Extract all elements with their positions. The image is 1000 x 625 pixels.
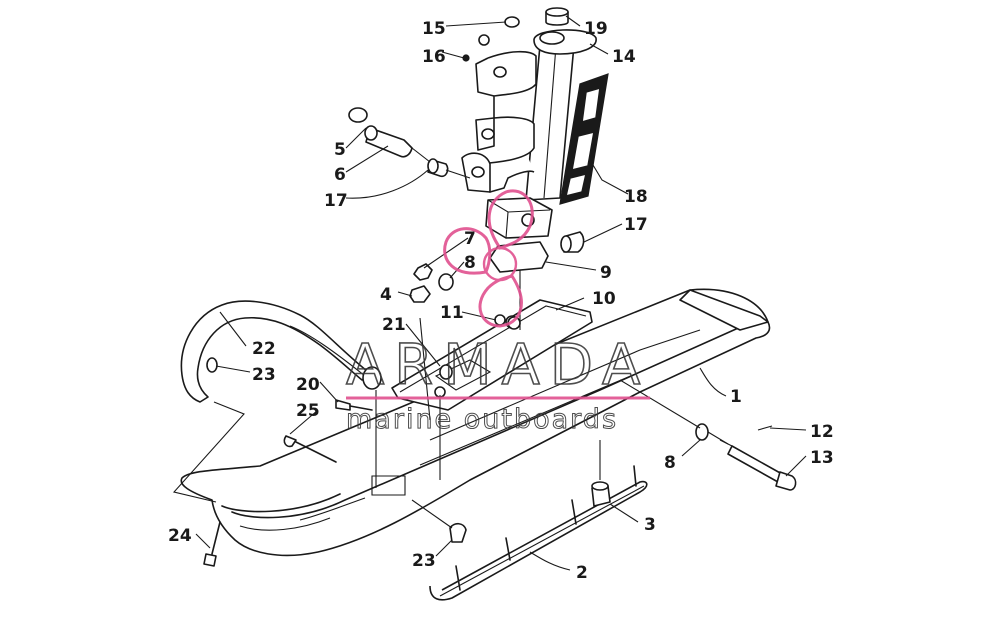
callout-2: 2 — [576, 563, 588, 583]
pin-and-bushings — [348, 107, 585, 253]
callout-21: 21 — [382, 315, 406, 335]
callout-7: 7 — [464, 229, 476, 249]
callout-1: 1 — [730, 387, 742, 407]
callout-leaders — [195, 15, 807, 571]
callout-14: 14 — [612, 47, 636, 67]
armada-propeller-logo — [443, 189, 534, 328]
callout-22: 22 — [252, 339, 276, 359]
callout-19: 19 — [584, 19, 608, 39]
callout-23a: 23 — [252, 365, 276, 385]
callout-8b: 8 — [664, 453, 676, 473]
small-hardware — [409, 16, 521, 380]
armada-watermark: ARMADA marine outboards — [345, 189, 650, 436]
callout-16: 16 — [422, 47, 446, 67]
watermark-title: ARMADA — [346, 333, 650, 398]
callout-13: 13 — [810, 448, 834, 468]
callout-4: 4 — [380, 285, 392, 305]
through-bolt — [695, 423, 797, 491]
callout-8a: 8 — [464, 253, 476, 273]
callout-12: 12 — [810, 422, 834, 442]
callout-15: 15 — [422, 19, 446, 39]
callout-6: 6 — [334, 165, 346, 185]
callout-20: 20 — [296, 375, 320, 395]
watermark-subtitle: marine outboards — [346, 404, 618, 435]
mounting-bolts — [203, 357, 467, 567]
callout-11: 11 — [440, 303, 464, 323]
callout-25: 25 — [296, 401, 320, 421]
callout-9: 9 — [600, 263, 612, 283]
callout-18: 18 — [624, 187, 648, 207]
callout-5: 5 — [334, 140, 346, 160]
assembly-lines — [172, 270, 701, 529]
ski-body — [180, 288, 771, 557]
ski-loop-handle — [180, 300, 382, 403]
callout-17b: 17 — [624, 215, 648, 235]
bushing-block — [485, 197, 553, 273]
callout-10: 10 — [592, 289, 616, 309]
callout-3: 3 — [644, 515, 656, 535]
callout-23b: 23 — [412, 551, 436, 571]
spindle-tube — [525, 7, 609, 205]
callout-24: 24 — [168, 526, 192, 546]
callout-17a: 17 — [324, 191, 348, 211]
callout-numbers: 15 16 19 14 5 6 17 18 17 7 8 9 4 10 11 2… — [168, 19, 834, 583]
steering-arm — [461, 50, 537, 193]
